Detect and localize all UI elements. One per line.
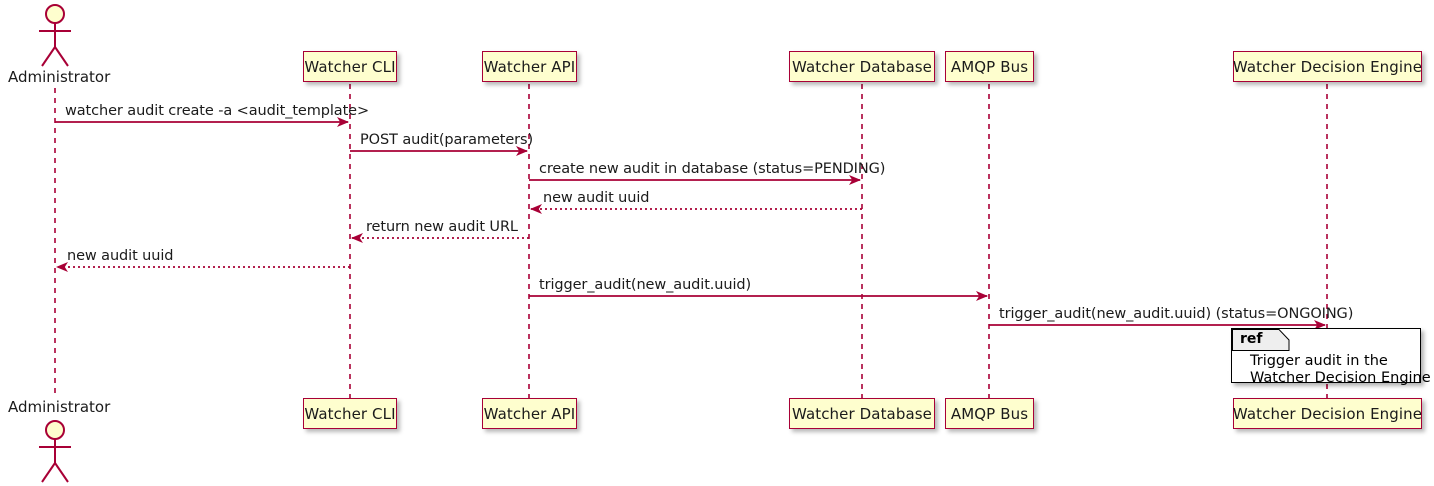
message-arrows-group [55,117,1326,330]
participant-box-watcher-cli-top[interactable]: Watcher CLI [303,51,397,82]
ref-tab-label: ref [1240,331,1263,347]
message-label-create-new-audit: create new audit in database (status=PEN… [539,161,886,177]
actor-head-top [45,4,65,24]
participant-box-watcher-api-bottom[interactable]: Watcher API [482,398,577,429]
actor-leg-right-top [54,46,69,67]
actor-leg-left-bottom [41,462,56,483]
actor-leg-right-bottom [54,462,69,483]
participant-box-watcher-database-top[interactable]: Watcher Database [789,51,935,82]
actor-leg-left-top [41,46,56,67]
participant-box-watcher-decision-engine-bottom[interactable]: Watcher Decision Engine [1233,398,1422,429]
ref-fragment-line-2: Watcher Decision Engine [1250,370,1431,386]
actor-head-bottom [45,420,65,440]
message-label-new-audit-uuid-db: new audit uuid [543,190,650,206]
message-label-trigger-audit: trigger_audit(new_audit.uuid) [539,277,752,293]
message-label-trigger-audit-ongoing: trigger_audit(new_audit.uuid) (status=ON… [999,306,1354,322]
ref-fragment: ref Trigger audit in the Watcher Decisio… [1231,328,1431,386]
participant-box-amqp-bus-bottom[interactable]: AMQP Bus [945,398,1034,429]
message-label-post-audit: POST audit(parameters) [360,132,534,148]
ref-fragment-line-1: Trigger audit in the [1250,353,1388,369]
participant-box-amqp-bus-top[interactable]: AMQP Bus [945,51,1034,82]
actor-figure-bottom [39,420,71,483]
participant-box-watcher-decision-engine-top[interactable]: Watcher Decision Engine [1233,51,1422,82]
participant-box-watcher-api-top[interactable]: Watcher API [482,51,577,82]
participant-box-watcher-cli-bottom[interactable]: Watcher CLI [303,398,397,429]
ref-fragment-text: Trigger audit in the Watcher Decision En… [1250,353,1431,387]
actor-label-administrator-bottom: Administrator [8,398,111,416]
lifelines-group [54,84,1328,398]
message-label-watcher-audit-create: watcher audit create -a <audit_template> [65,103,370,119]
actor-label-administrator-top: Administrator [8,68,111,86]
actor-figure-top [39,4,71,67]
ref-tab-shape [1232,329,1290,351]
message-label-return-new-audit-url: return new audit URL [366,219,518,235]
message-label-new-audit-uuid-cli: new audit uuid [67,248,174,264]
participant-box-watcher-database-bottom[interactable]: Watcher Database [789,398,935,429]
